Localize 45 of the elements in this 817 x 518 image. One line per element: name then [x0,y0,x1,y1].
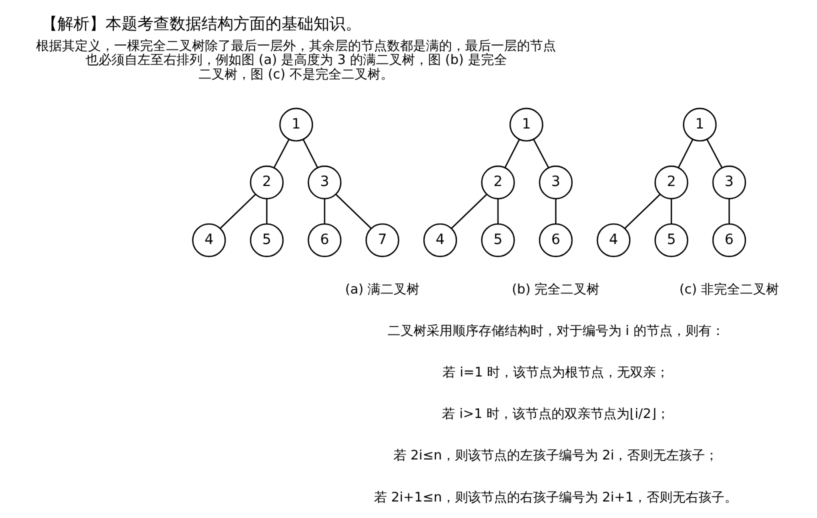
connector [504,139,520,168]
node-circle: 3 [712,166,746,200]
connector [555,198,556,224]
connector [324,198,326,224]
node-circle: 6 [538,223,573,258]
connector [497,198,499,224]
connector [706,139,723,168]
label: 若 i=1 时，该节点为根节点，无双亲； [442,366,670,381]
node-circle: 2 [654,166,688,200]
connector [220,194,256,229]
node-circle: 3 [308,166,342,200]
label: 若 i>1 时，该节点的双亲节点为⌊i/2⌋； [442,407,670,422]
connector [670,198,672,224]
connector [678,139,694,168]
node-circle: 1 [279,108,314,142]
connector [336,194,372,229]
diagram-title: 【解析】本题考查数据结构方面的基础知识。 [41,14,362,34]
node-circle: 2 [250,166,284,200]
node-circle: 6 [308,223,342,258]
label: 若 2i≤n，则该节点的左孩子编号为 2i，否则无左孩子； [393,448,718,464]
connector [266,198,268,224]
node-circle: 2 [481,166,515,200]
node-circle: 4 [423,223,458,258]
node-circle: 4 [192,223,226,258]
node-circle: 1 [682,108,717,142]
label: (c) 非完全二叉树 [679,282,780,298]
node-circle: 3 [538,166,573,200]
connector [533,139,550,168]
node-circle: 7 [366,223,400,258]
label: (b) 完全二叉树 [512,282,600,298]
node-circle: 5 [481,223,515,258]
node-circle: 6 [712,223,746,258]
label: (a) 满二叉树 [345,282,420,298]
label: 根据其定义，一棵完全二叉树除了最后一层外，其余层的节点数都是满的，最后一层的节点也必须自左至右排列，例如图 (a) 是高度为 3 的满二叉树，图 (b) 是完全二叉树，图 (c) 不是完全二叉树。 [36,39,556,82]
connector [451,194,488,229]
connector [624,194,660,229]
label: 二叉树采用顺序存储结构时，对于编号为 i 的节点，则有： [387,324,724,339]
node-circle: 4 [596,223,630,258]
node-circle: 5 [654,223,688,258]
connector [302,139,318,168]
connector [273,139,290,168]
connector [728,198,730,224]
node-circle: 1 [510,108,544,142]
label: 若 2i+1≤n，则该节点的右孩子编号为 2i+1，否则无右孩子。 [374,490,738,506]
node-circle: 5 [250,223,284,258]
